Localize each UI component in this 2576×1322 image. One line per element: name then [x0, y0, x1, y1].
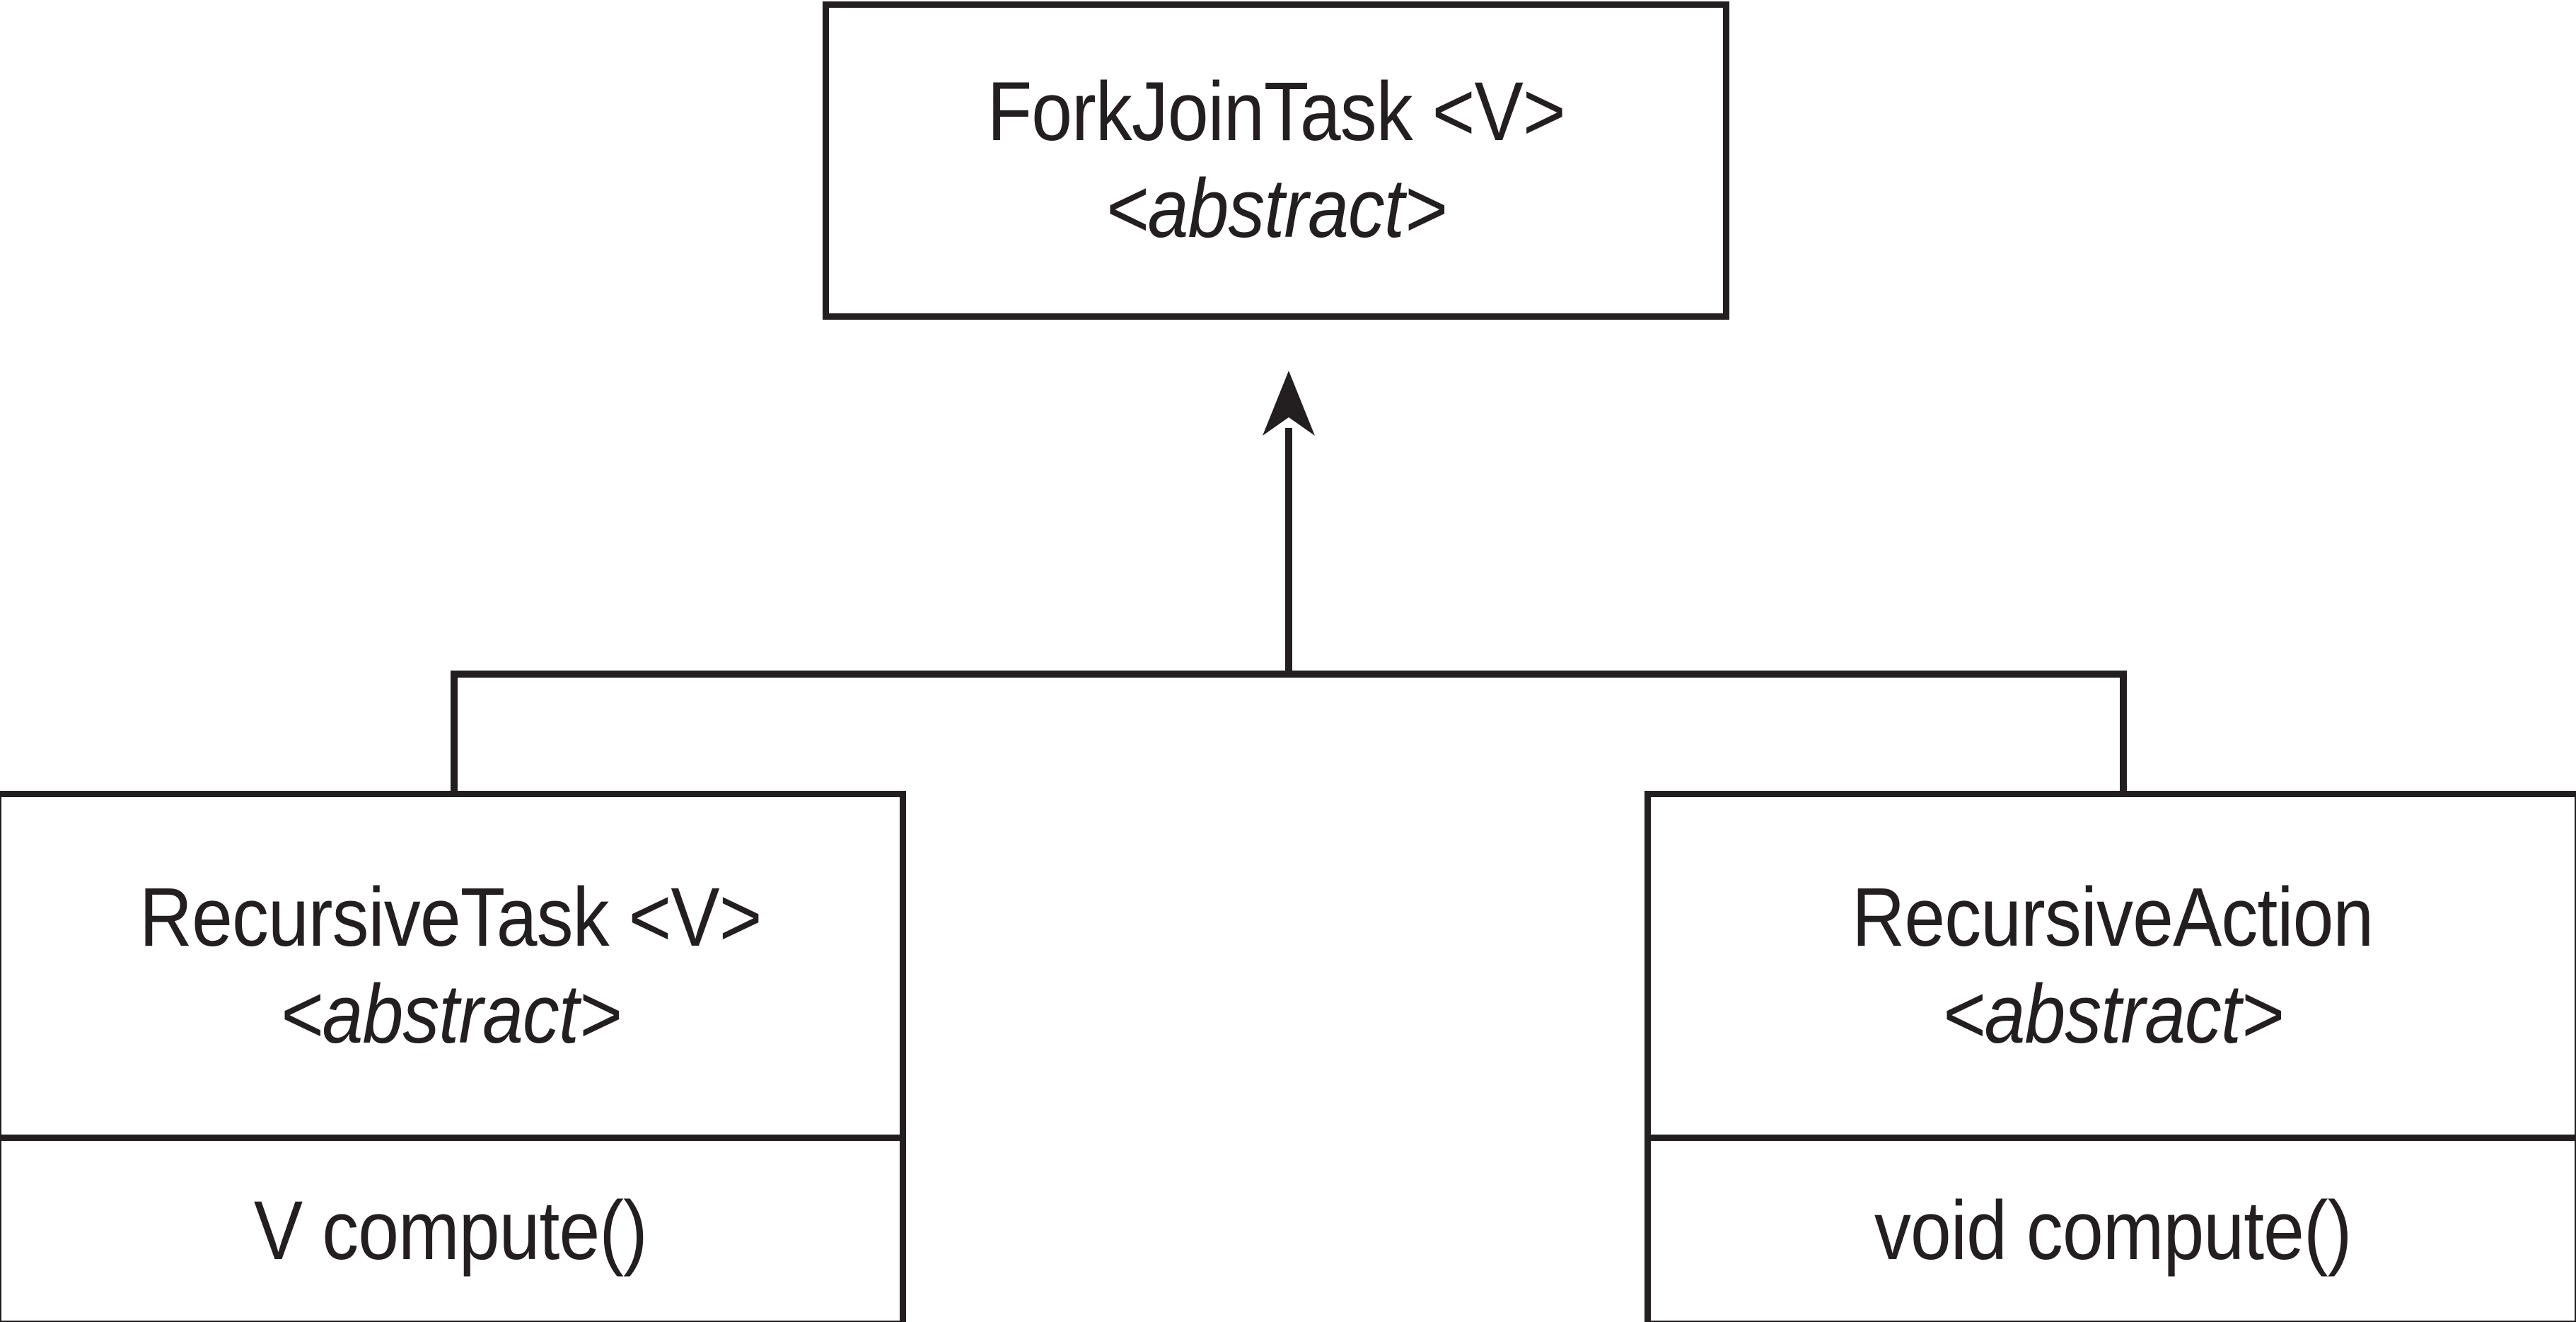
- class-box-recursiveaction[interactable]: RecursiveAction <abstract> void compute(…: [1644, 791, 2576, 1322]
- class-header-recursiveaction: RecursiveAction <abstract>: [1651, 797, 2575, 1135]
- class-operations-recursivetask: V compute(): [1, 1135, 900, 1321]
- class-operations-recursiveaction: void compute(): [1651, 1135, 2575, 1321]
- class-stereotype-forkjointask: <abstract>: [1106, 162, 1447, 255]
- class-header-recursivetask: RecursiveTask <V> <abstract>: [1, 797, 900, 1135]
- generalization-drop-right: [2120, 671, 2127, 794]
- operation-recursiveaction-compute: void compute(): [1874, 1183, 2352, 1277]
- class-name-forkjointask: ForkJoinTask <V>: [987, 65, 1566, 159]
- class-stereotype-recursivetask: <abstract>: [280, 967, 622, 1061]
- class-box-recursivetask[interactable]: RecursiveTask <V> <abstract> V compute(): [0, 791, 906, 1322]
- generalization-horizontal-bus: [451, 671, 2127, 678]
- generalization-drop-left: [451, 671, 458, 794]
- class-stereotype-recursiveaction: <abstract>: [1942, 967, 2284, 1061]
- class-name-recursiveaction: RecursiveAction: [1852, 870, 2374, 964]
- generalization-stem: [1285, 428, 1292, 677]
- operation-recursivetask-compute: V compute(): [254, 1183, 648, 1277]
- class-box-forkjointask[interactable]: ForkJoinTask <V> <abstract>: [823, 1, 1729, 320]
- class-name-recursivetask: RecursiveTask <V>: [139, 870, 762, 964]
- generalization-arrowhead-icon: [1263, 371, 1315, 436]
- class-header-forkjointask: ForkJoinTask <V> <abstract>: [829, 8, 1723, 313]
